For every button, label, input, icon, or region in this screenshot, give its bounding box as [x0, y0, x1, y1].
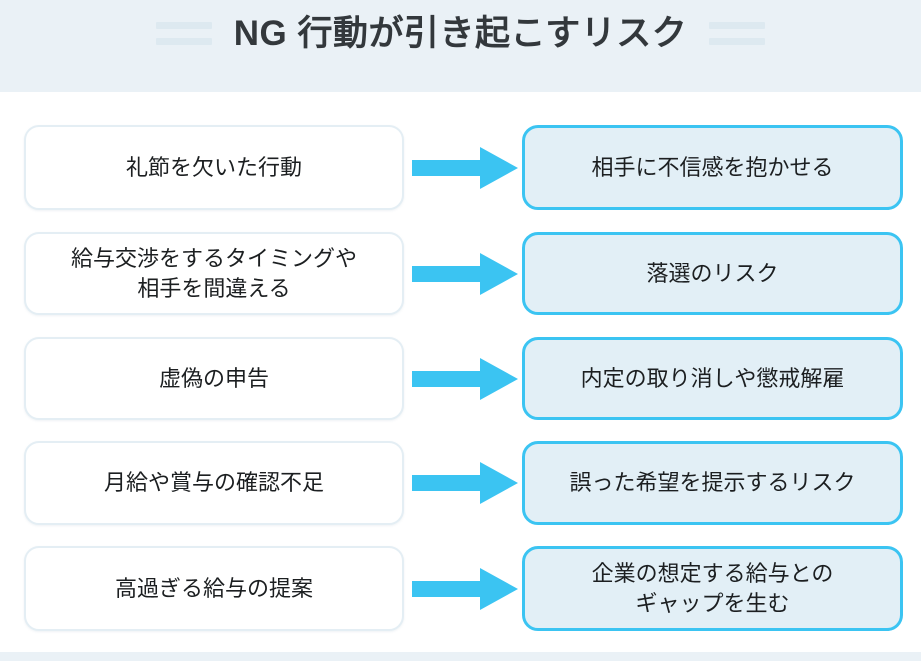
effect-box[interactable]: 企業の想定する給与との ギャップを生む: [522, 546, 903, 631]
effect-label: 企業の想定する給与との ギャップを生む: [591, 561, 834, 616]
effect-label: 相手に不信感を抱かせる: [591, 154, 834, 180]
header-band: NG 行動が引き起こすリスク: [0, 0, 921, 92]
effect-label: 落選のリスク: [646, 260, 779, 286]
effect-box[interactable]: 内定の取り消しや懲戒解雇: [522, 337, 903, 420]
cause-box[interactable]: 礼節を欠いた行動: [24, 125, 404, 210]
right-arrow-icon: [412, 462, 518, 504]
double-dash-icon-right: [709, 21, 766, 45]
flow-row: 給与交渉をするタイミングや 相手を間違える 落選のリスク: [0, 232, 921, 315]
flow-row: 虚偽の申告 内定の取り消しや懲戒解雇: [0, 337, 921, 420]
right-arrow-icon: [412, 357, 518, 400]
effect-label: 誤った希望を提示するリスク: [569, 470, 856, 496]
flow-row: 高過ぎる給与の提案 企業の想定する給与との ギャップを生む: [0, 546, 921, 631]
cause-label: 月給や賞与の確認不足: [103, 470, 324, 496]
cause-box[interactable]: 月給や賞与の確認不足: [24, 441, 404, 525]
footer-band: [0, 652, 921, 661]
flow-row: 礼節を欠いた行動 相手に不信感を抱かせる: [0, 125, 921, 210]
cause-label: 高過ぎる給与の提案: [114, 575, 313, 601]
cause-box[interactable]: 高過ぎる給与の提案: [24, 546, 404, 631]
cause-label: 給与交渉をするタイミングや 相手を間違える: [70, 246, 357, 301]
cause-label: 虚偽の申告: [158, 365, 269, 391]
effect-label: 内定の取り消しや懲戒解雇: [580, 365, 845, 391]
page-title: NG 行動が引き起こすリスク: [233, 13, 688, 53]
double-dash-icon-left: [155, 21, 212, 45]
cause-box[interactable]: 給与交渉をするタイミングや 相手を間違える: [24, 232, 404, 315]
right-arrow-icon: [412, 567, 518, 610]
right-arrow-icon: [412, 146, 518, 189]
effect-box[interactable]: 相手に不信感を抱かせる: [522, 125, 903, 210]
flow-diagram: 礼節を欠いた行動 相手に不信感を抱かせる給与交渉をするタイミングや 相手を間違える…: [0, 92, 921, 652]
effect-box[interactable]: 誤った希望を提示するリスク: [522, 441, 903, 525]
effect-box[interactable]: 落選のリスク: [522, 232, 903, 315]
flow-row: 月給や賞与の確認不足 誤った希望を提示するリスク: [0, 441, 921, 525]
cause-label: 礼節を欠いた行動: [125, 154, 302, 180]
right-arrow-icon: [412, 252, 518, 295]
cause-box[interactable]: 虚偽の申告: [24, 337, 404, 420]
title-row: NG 行動が引き起こすリスク: [155, 0, 766, 74]
